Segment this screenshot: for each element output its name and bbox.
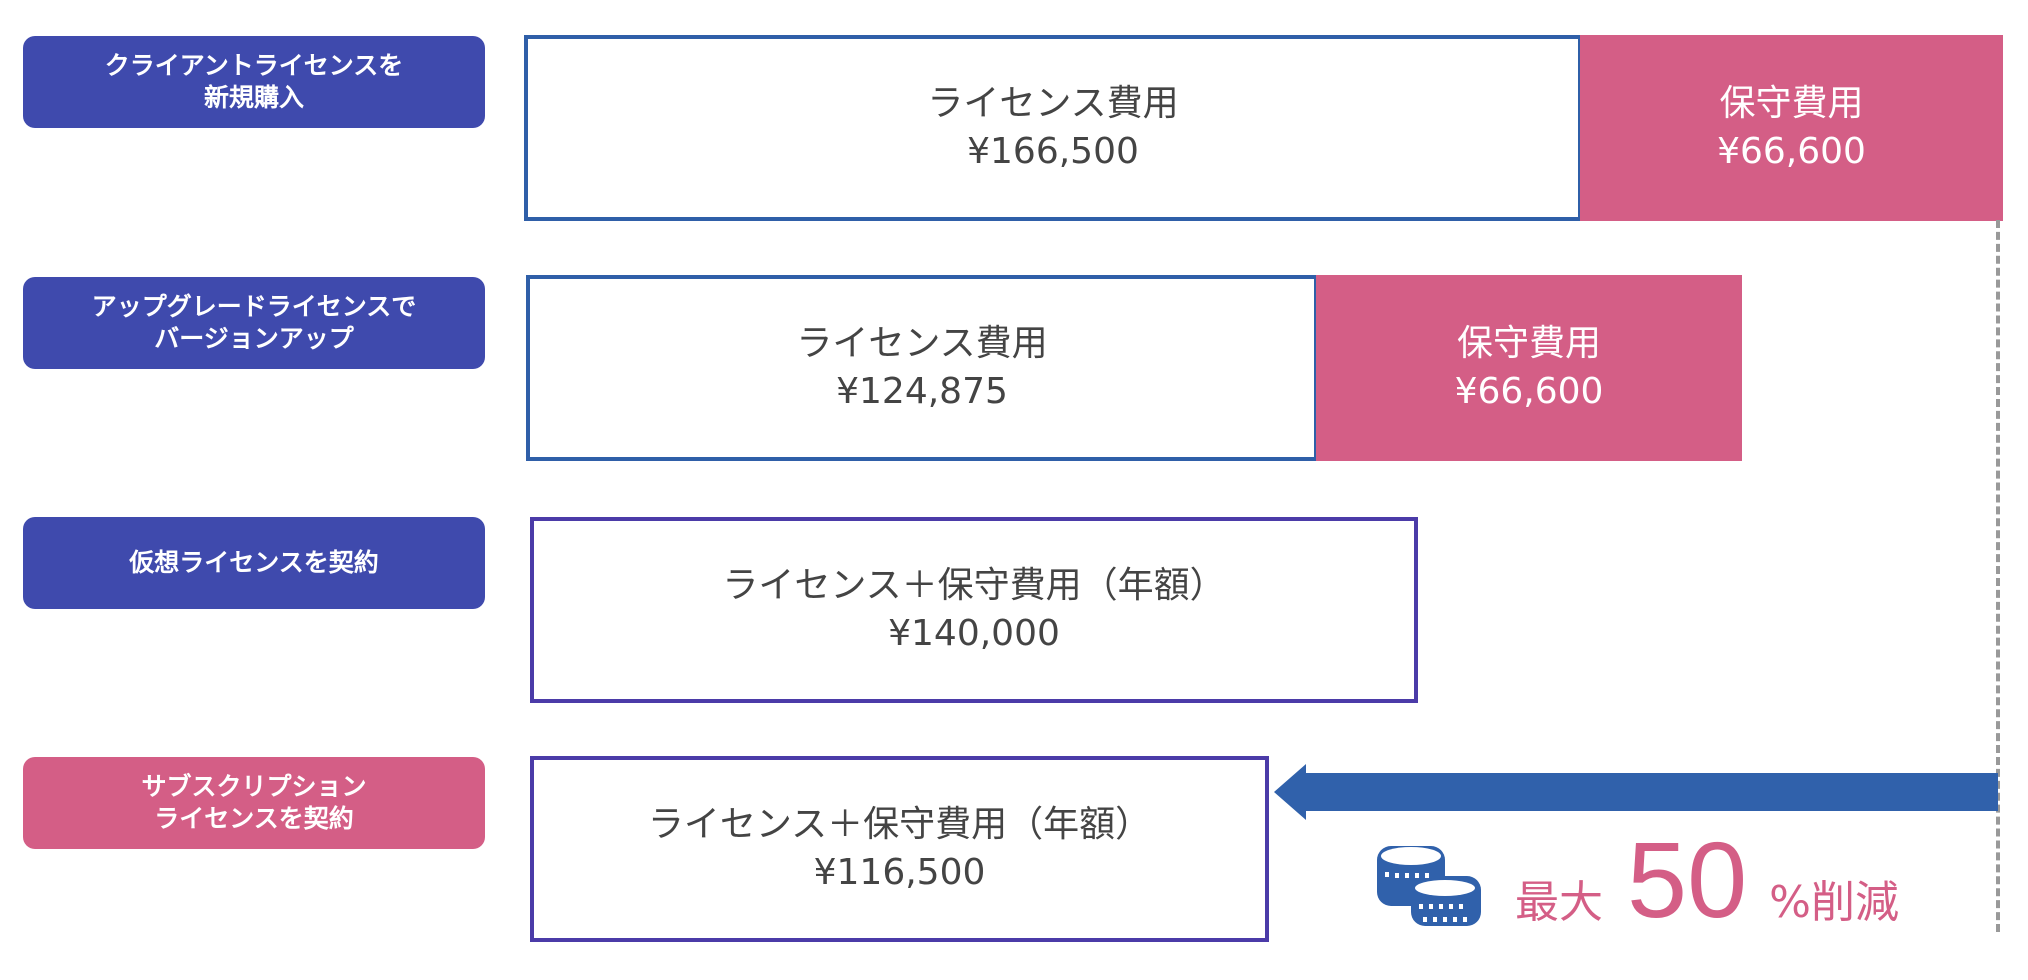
- label-line: バージョンアップ: [154, 324, 354, 353]
- segment-amount: ¥66,600: [1717, 131, 1866, 172]
- row-label-subscription: サブスクリプション ライセンスを契約: [23, 757, 485, 849]
- segment-title: ライセンス＋保守費用（年額）: [722, 565, 1226, 606]
- savings-suffix: %削減: [1769, 877, 1899, 928]
- label-line: サブスクリプション: [141, 772, 367, 801]
- arrow-left-icon: [1274, 764, 1998, 820]
- row-label-virtual: 仮想ライセンスを契約: [23, 517, 485, 609]
- row-label-new-purchase: クライアントライセンスを 新規購入: [23, 36, 485, 128]
- savings-value: 50: [1627, 819, 1748, 940]
- coins-icon: [1377, 846, 1481, 926]
- segment-amount: ¥66,600: [1454, 371, 1604, 412]
- maintenance-cost-segment: 保守費用 ¥66,600: [1580, 35, 2003, 221]
- savings-prefix: 最大: [1515, 877, 1603, 928]
- label-line: 新規購入: [203, 83, 304, 112]
- segment-title: 保守費用: [1719, 83, 1864, 124]
- reference-dashed-line: [1996, 220, 2000, 932]
- segment-title: ライセンス費用: [927, 83, 1179, 124]
- segment-amount: ¥140,000: [888, 613, 1060, 654]
- segment-title: ライセンス＋保守費用（年額）: [647, 804, 1152, 845]
- license-maintenance-segment: ライセンス＋保守費用（年額） ¥116,500: [530, 756, 1269, 942]
- label-line: アップグレードライセンスで: [91, 292, 417, 321]
- segment-amount: ¥166,500: [967, 131, 1139, 172]
- label-line: 仮想ライセンスを契約: [129, 548, 379, 577]
- row-label-upgrade: アップグレードライセンスで バージョンアップ: [23, 277, 485, 369]
- segment-title: 保守費用: [1456, 323, 1601, 364]
- license-cost-segment: ライセンス費用 ¥166,500: [524, 35, 1582, 221]
- segment-title: ライセンス費用: [796, 323, 1048, 364]
- license-maintenance-segment: ライセンス＋保守費用（年額） ¥140,000: [530, 517, 1418, 703]
- maintenance-cost-segment: 保守費用 ¥66,600: [1316, 275, 1742, 461]
- segment-amount: ¥116,500: [813, 852, 986, 893]
- license-cost-segment: ライセンス費用 ¥124,875: [526, 275, 1318, 461]
- savings-callout: 最大 50 %削減: [1515, 819, 1899, 940]
- label-line: ライセンスを契約: [154, 804, 354, 833]
- segment-amount: ¥124,875: [836, 371, 1008, 412]
- label-line: クライアントライセンスを: [104, 51, 404, 80]
